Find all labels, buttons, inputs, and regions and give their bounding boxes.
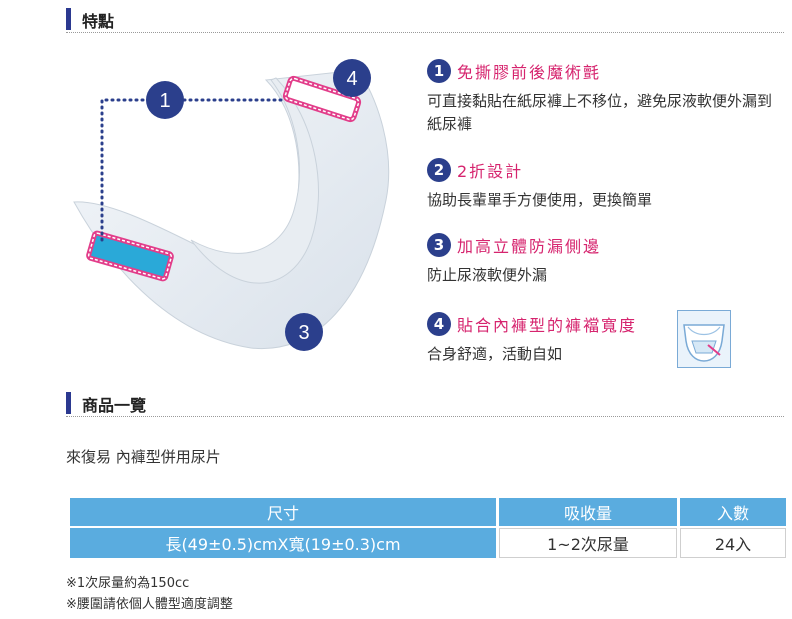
table-row: 長(49±0.5)cmX寬(19±0.3)cm 1~2次尿量 24入: [70, 528, 786, 558]
product-list-title: 商品一覽: [82, 396, 147, 415]
feature-desc: 協助長輩單手方便使用，更換簡單: [427, 191, 653, 209]
feature-number: 3: [427, 233, 451, 257]
feature-desc: 可直接黏貼在紙尿褲上不移位，避免尿液軟便外漏到紙尿褲: [427, 92, 773, 133]
header-size: 尺寸: [70, 498, 496, 526]
marker-4: 4: [333, 59, 371, 97]
feature-2: 2 2折設計 協助長輩單手方便使用，更換簡單: [427, 157, 787, 212]
svg-text:3: 3: [298, 322, 309, 344]
feature-desc: 防止尿液軟便外漏: [427, 266, 548, 284]
spec-table: 尺寸 吸收量 入數 長(49±0.5)cmX寬(19±0.3)cm 1~2次尿量…: [67, 496, 789, 560]
cell-absorption: 1~2次尿量: [499, 528, 677, 558]
product-thumbnail-icon: [677, 310, 731, 368]
leader-line-1: [100, 98, 148, 242]
velcro-tab-top: [282, 75, 362, 123]
features-heading: 特點: [66, 4, 784, 33]
features-title: 特點: [82, 12, 115, 31]
svg-text:1: 1: [159, 90, 170, 112]
marker-3: 3: [285, 313, 323, 351]
header-absorption: 吸收量: [499, 498, 677, 526]
feature-number: 1: [427, 59, 451, 83]
feature-4: 4 貼合內褲型的褲襠寬度 合身舒適，活動自如: [427, 311, 787, 366]
pad-illustration: 1 4 3: [73, 59, 390, 351]
table-header-row: 尺寸 吸收量 入數: [70, 498, 786, 526]
feature-3: 3 加高立體防漏側邊 防止尿液軟便外漏: [427, 232, 787, 287]
feature-name: 免撕膠前後魔術氈: [457, 63, 602, 82]
feature-name: 貼合內褲型的褲襠寬度: [457, 316, 638, 335]
product-list-heading: 商品一覽: [66, 388, 784, 417]
heading-bar: [66, 392, 71, 414]
cell-count: 24入: [680, 528, 786, 558]
footnotes: ※1次尿量約為150cc ※腰圍請依個人體型適度調整: [66, 573, 233, 615]
feature-name: 2折設計: [457, 162, 524, 181]
heading-bar: [66, 8, 71, 30]
feature-name: 加高立體防漏側邊: [457, 237, 602, 256]
velcro-tab-bottom: [86, 230, 174, 282]
feature-1: 1 免撕膠前後魔術氈 可直接黏貼在紙尿褲上不移位，避免尿液軟便外漏到紙尿褲: [427, 58, 787, 136]
footnote: ※1次尿量約為150cc: [66, 576, 190, 591]
product-name: 來復易 內褲型併用尿片: [66, 448, 221, 466]
cell-size: 長(49±0.5)cmX寬(19±0.3)cm: [70, 528, 496, 558]
feature-number: 4: [427, 312, 451, 336]
marker-1: 1: [146, 81, 184, 119]
feature-desc: 合身舒適，活動自如: [427, 345, 563, 363]
svg-text:4: 4: [346, 68, 357, 90]
footnote: ※腰圍請依個人體型適度調整: [66, 597, 233, 612]
feature-number: 2: [427, 158, 451, 182]
header-count: 入數: [680, 498, 786, 526]
